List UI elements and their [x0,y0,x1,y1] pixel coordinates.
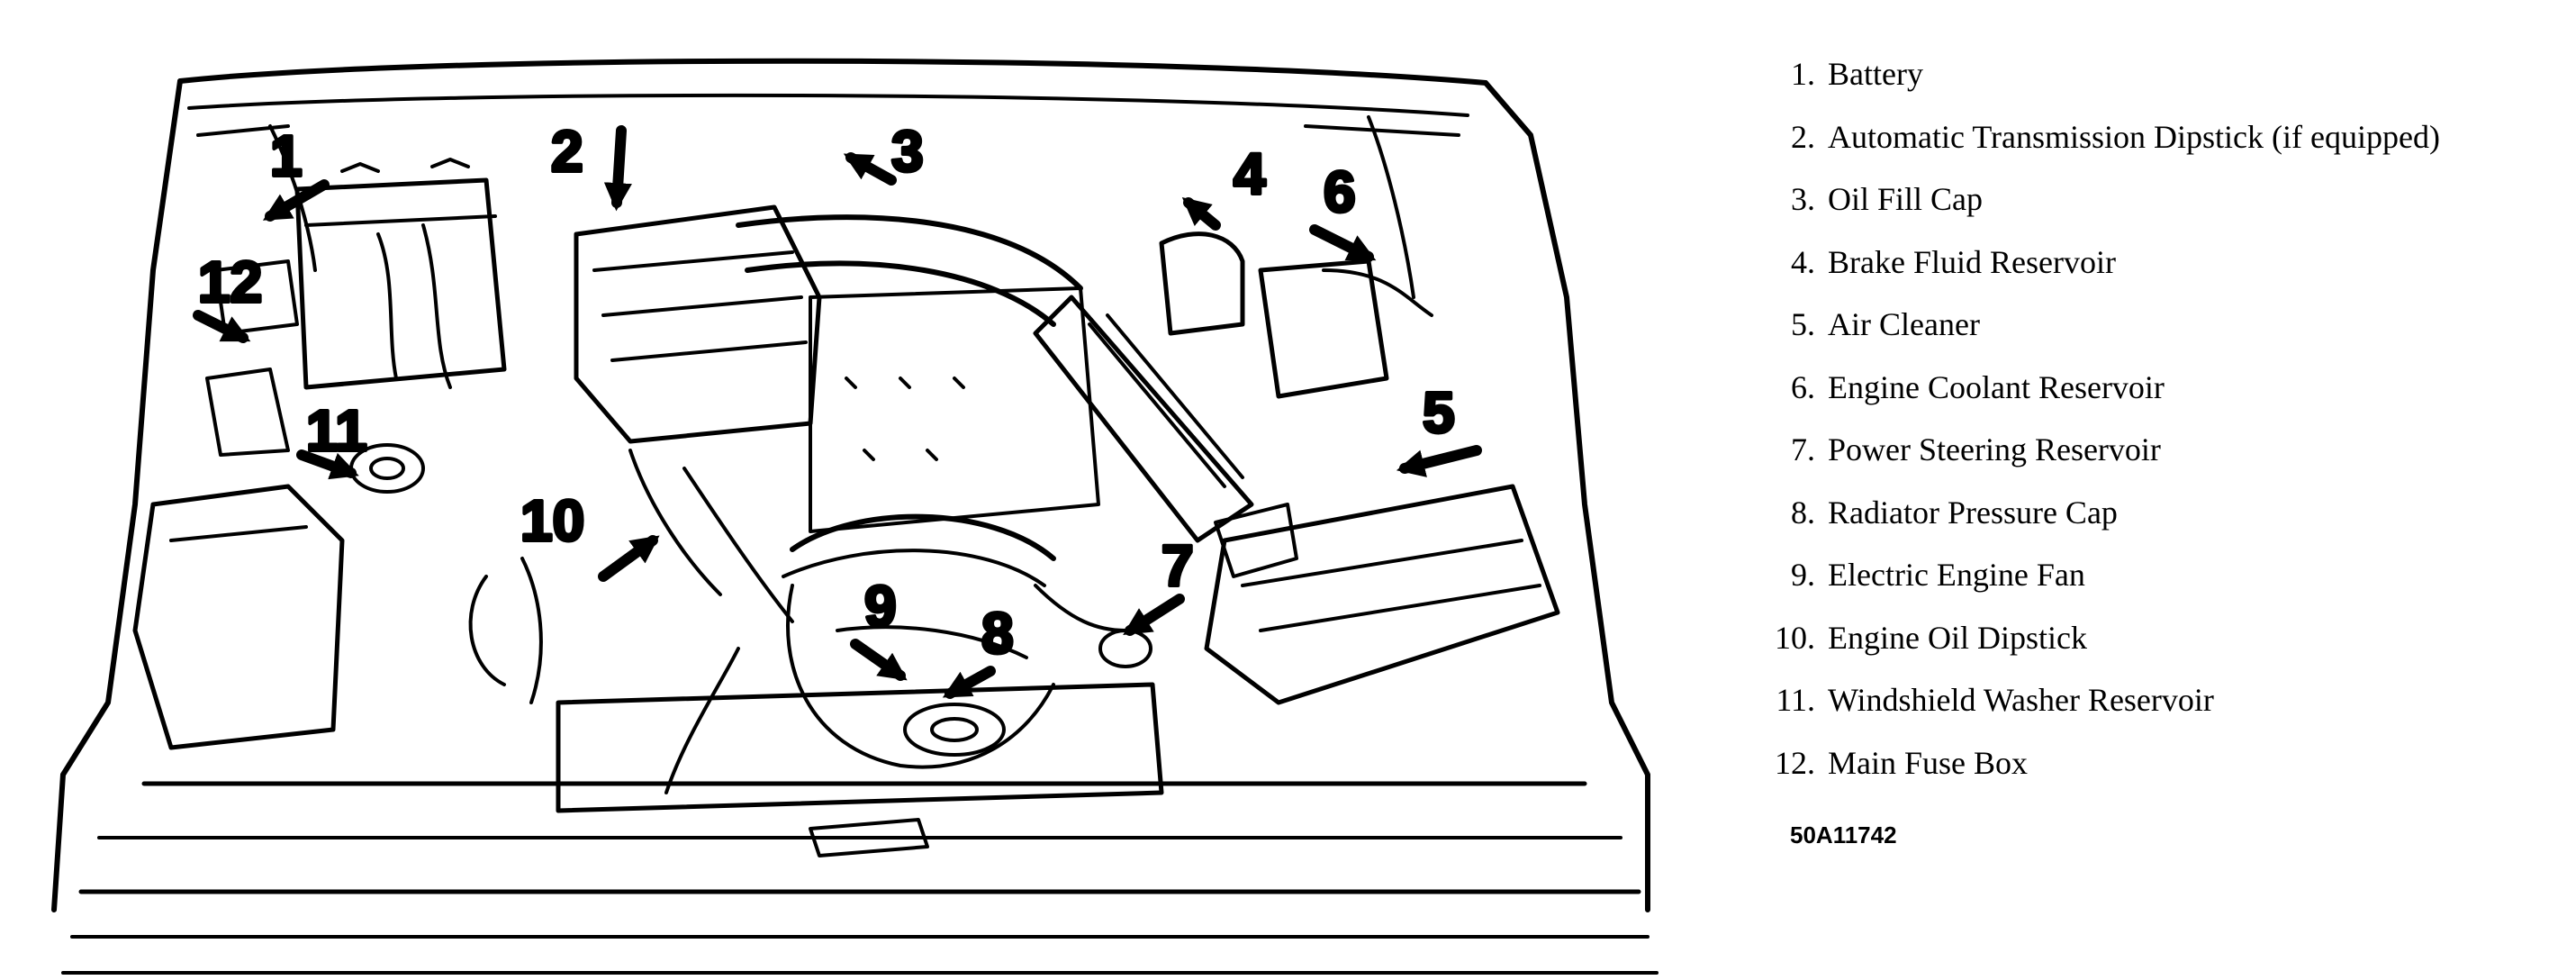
legend-number: 3. [1791,181,1815,217]
figure-id: 50A11742 [1790,821,1897,848]
legend-item: 12. Main Fuse Box [1765,745,2557,808]
arrow-12 [193,310,251,343]
legend-number: 10. [1775,619,1815,656]
legend-number: 9. [1791,557,1815,593]
arrow-6 [1309,224,1377,262]
callout-4: 4 [1234,141,1266,206]
engine-bay-drawing: 1 2 3 4 5 6 7 8 9 10 11 12 [51,58,1659,975]
legend-label: Engine Coolant Reservoir [1828,368,2165,405]
legend-label: Battery [1828,56,1923,92]
air-cleaner-drawing [1204,484,1560,705]
arrow-4 [1181,197,1221,231]
callout-5: 5 [1423,380,1455,445]
callout-8: 8 [981,601,1014,666]
legend-number: 6. [1791,368,1815,405]
legend-item: 8. Radiator Pressure Cap [1765,495,2557,558]
legend-label: Air Cleaner [1828,306,1980,342]
callout-numbers: 1 2 3 4 5 6 7 8 9 10 11 12 [196,117,1457,667]
legend-number: 5. [1791,306,1815,342]
callout-1: 1 [270,123,303,188]
arrow-2 [603,125,632,212]
legend-label: Windshield Washer Reservoir [1828,682,2214,718]
legend-item: 2. Automatic Transmission Dipstick (if eq… [1765,119,2557,182]
legend-number: 7. [1791,431,1815,467]
legend-item: 5. Air Cleaner [1765,306,2557,369]
callout-3: 3 [891,119,924,184]
arrow-11 [296,449,359,480]
arrow-8 [942,666,996,699]
hoses-drawing [468,557,1127,794]
legend-label: Engine Oil Dipstick [1828,619,2087,656]
washer-reservoir-drawing [132,443,425,750]
legend-item: 9. Electric Engine Fan [1765,557,2557,620]
callout-2: 2 [551,119,583,184]
legend-item: 6. Engine Coolant Reservoir [1765,369,2557,432]
legend-number: 8. [1791,494,1815,531]
legend-label: Main Fuse Box [1828,744,2029,781]
callout-7: 7 [1161,533,1194,598]
reservoirs-drawing [1159,231,1433,399]
legend-item: 10. Engine Oil Dipstick [1765,620,2557,683]
callout-6: 6 [1324,159,1356,224]
arrow-7 [1123,594,1185,636]
arrow-5 [1396,445,1482,477]
legend-item: 7. Power Steering Reservoir [1765,431,2557,495]
callout-arrows [193,125,1482,699]
arrow-9 [850,639,908,681]
legend-number: 11. [1776,682,1815,718]
legend: 1. Battery 2. Automatic Transmission Dipst… [1765,56,2557,807]
legend-label: Oil Fill Cap [1828,181,1984,217]
arrow-3 [843,152,897,186]
battery-drawing [294,158,507,390]
legend-label: Radiator Pressure Cap [1828,494,2118,531]
legend-label: Automatic Transmission Dipstick (if equi… [1828,118,2440,155]
legend-number: 12. [1775,744,1815,781]
legend-item: 3. Oil Fill Cap [1765,181,2557,244]
fuse-box-drawing [205,259,299,457]
legend-label: Electric Engine Fan [1828,557,2085,593]
callout-9: 9 [864,574,897,639]
callout-11: 11 [306,398,367,463]
legend-number: 1. [1791,56,1815,92]
legend-label: Brake Fluid Reservoir [1828,243,2116,280]
legend-item: 11. Windshield Washer Reservoir [1765,682,2557,745]
legend-number: 4. [1791,243,1815,280]
callout-12: 12 [198,250,262,314]
vehicle-body-outline [51,58,1659,975]
arrow-1 [262,179,330,222]
legend-number: 2. [1791,118,1815,155]
legend-label: Power Steering Reservoir [1828,431,2161,467]
legend-item: 4. Brake Fluid Reservoir [1765,244,2557,307]
legend-item: 1. Battery [1765,56,2557,119]
engine-drawing [574,204,1254,769]
radiator-drawing [556,629,1164,858]
callout-10: 10 [520,488,584,553]
arrow-10 [598,535,660,582]
